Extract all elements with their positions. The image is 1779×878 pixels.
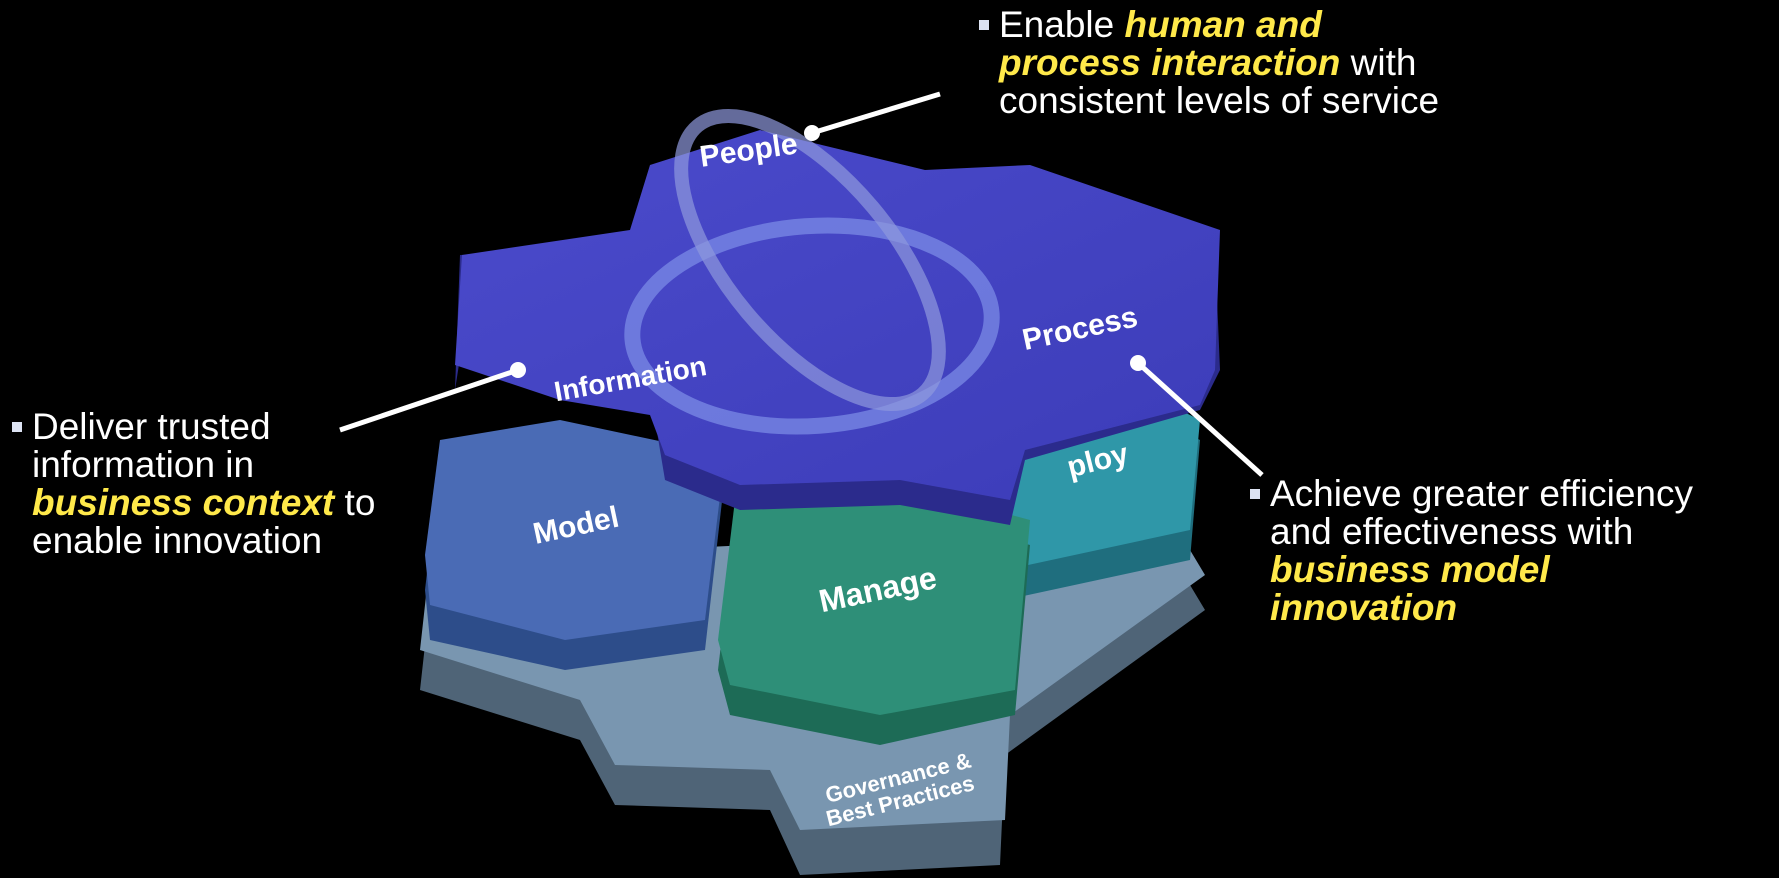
manage-hex bbox=[718, 480, 1030, 745]
bullet-icon bbox=[979, 20, 989, 30]
bullet-icon bbox=[1250, 489, 1260, 499]
highlight-innovation: innovation bbox=[1270, 587, 1458, 628]
callout-information-line4: enable innovation bbox=[32, 520, 323, 561]
callout-people-line1: Enable human and bbox=[999, 4, 1322, 45]
connector-dot-information bbox=[510, 362, 526, 378]
connector-people bbox=[811, 91, 941, 136]
connector-dot-process bbox=[1130, 355, 1146, 371]
callout-process: Achieve greater efficiency and effective… bbox=[1250, 473, 1693, 628]
callout-process-line2: and effectiveness with bbox=[1270, 511, 1634, 552]
callout-people-line3: consistent levels of service bbox=[999, 80, 1440, 121]
connector-process bbox=[1136, 361, 1264, 477]
connector-information bbox=[339, 367, 519, 433]
callout-information-line2: information in bbox=[32, 444, 255, 485]
callout-information: Deliver trusted information in business … bbox=[12, 406, 376, 561]
callout-people-line2: process interaction with bbox=[999, 42, 1417, 83]
highlight-human-and: human and bbox=[1124, 4, 1322, 45]
highlight-business-model: business model bbox=[1270, 549, 1550, 590]
bullet-icon bbox=[12, 422, 22, 432]
callout-process-line1: Achieve greater efficiency bbox=[1270, 473, 1693, 514]
callout-information-line3: business context to bbox=[32, 482, 376, 523]
highlight-business-context: business context bbox=[32, 482, 335, 523]
callout-people: Enable human and process interaction wit… bbox=[979, 4, 1440, 121]
callout-connectors bbox=[339, 91, 1264, 477]
highlight-process-interaction: process interaction bbox=[999, 42, 1341, 83]
top-layer-hex bbox=[455, 108, 1220, 525]
callout-information-line1: Deliver trusted bbox=[32, 406, 271, 447]
connector-dot-people bbox=[804, 125, 820, 141]
model-hex bbox=[425, 420, 725, 670]
